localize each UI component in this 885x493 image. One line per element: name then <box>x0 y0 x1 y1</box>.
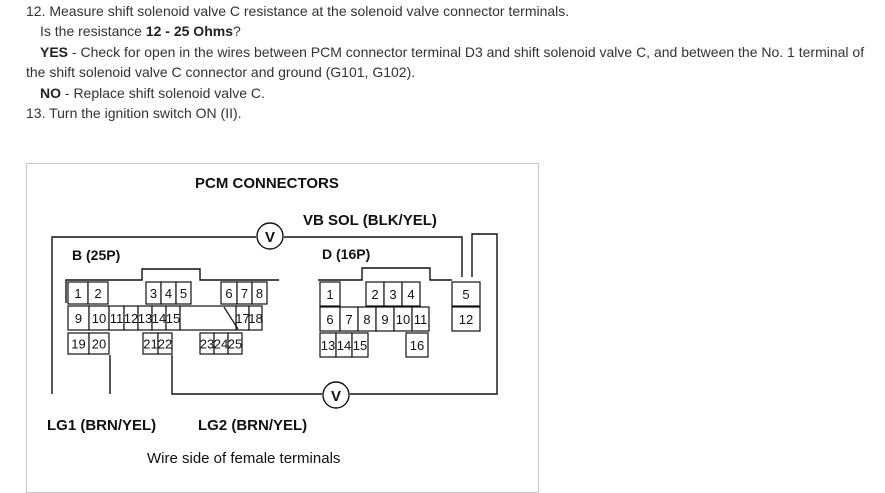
terminal-d16-label: 16 <box>410 338 424 353</box>
terminal-d4-label: 4 <box>407 287 414 302</box>
voltmeter-symbol: V <box>331 388 341 405</box>
terminal-d11-label: 11 <box>414 312 428 327</box>
connector-diagram-svg: V V PCM CONNECTORS VB SOL (BLK/YEL) B (2… <box>47 175 498 467</box>
terminal-b21-label: 21 <box>143 337 157 352</box>
terminal-b13-label: 13 <box>138 311 152 326</box>
lg1-label: LG1 (BRN/YEL) <box>47 417 156 434</box>
terminal-b3-label: 3 <box>150 286 157 301</box>
terminal-d7-label: 7 <box>345 312 352 327</box>
terminal-b8-box <box>251 281 268 305</box>
yes-text: - Check for open in the wires between PC… <box>68 44 865 60</box>
terminal-b7-label: 7 <box>241 286 248 301</box>
yes-answer-continued: the shift solenoid valve C connector and… <box>26 64 416 80</box>
step-13-heading: 13. Turn the ignition switch ON (II). <box>26 105 242 121</box>
vb-sol-label: VB SOL (BLK/YEL) <box>303 212 437 229</box>
connector-d-outline <box>318 267 452 281</box>
terminal-b20-label: 20 <box>92 337 106 352</box>
terminal-b17-label: 17 <box>235 311 249 326</box>
no-text: - Replace shift solenoid valve C. <box>61 85 265 101</box>
connector-b-outline <box>65 268 279 303</box>
yes-answer: YES - Check for open in the wires betwee… <box>40 42 864 63</box>
terminal-d12-box <box>451 306 481 332</box>
no-answer: NO - Replace shift solenoid valve C. <box>40 83 265 104</box>
terminal-d16-box <box>405 332 429 358</box>
terminal-b25-label: 25 <box>228 337 242 352</box>
wire-b-top <box>51 236 256 394</box>
terminal-b22-label: 22 <box>158 337 172 352</box>
yes-label: YES <box>40 44 69 60</box>
terminal-b14-label: 14 <box>152 311 166 326</box>
terminal-d6-label: 6 <box>326 312 333 327</box>
terminal-b6-label: 6 <box>225 286 232 301</box>
terminal-d11-box <box>411 306 430 332</box>
terminal-b12-label: 12 <box>124 311 138 326</box>
terminal-b15-label: 15 <box>166 311 180 326</box>
voltmeter-bottom: V <box>322 381 350 409</box>
terminal-b22-box <box>157 332 173 355</box>
terminal-d1-label: 1 <box>326 287 333 302</box>
terminal-b18-box <box>248 305 263 331</box>
terminal-d4-box <box>401 281 421 307</box>
terminal-b16-empty <box>179 305 237 331</box>
terminal-d13-label: 13 <box>321 338 335 353</box>
terminal-b8-label: 8 <box>256 286 263 301</box>
terminal-b19-label: 19 <box>71 337 85 352</box>
terminal-b11-label: 11 <box>110 311 124 326</box>
terminal-b16-slash <box>223 306 239 330</box>
terminal-d1-box <box>319 281 341 307</box>
question-prefix: Is the resistance <box>40 23 146 39</box>
connector-b-label: B (25P) <box>72 247 120 263</box>
wire-lg2 <box>171 355 322 395</box>
terminal-d5-label: 5 <box>462 287 469 302</box>
terminal-b23-label: 23 <box>200 337 214 352</box>
terminal-b2-label: 2 <box>94 286 101 301</box>
terminal-b5-label: 5 <box>180 286 187 301</box>
lg2-label: LG2 (BRN/YEL) <box>198 417 307 434</box>
terminal-d2-label: 2 <box>371 287 378 302</box>
terminal-d14-label: 14 <box>337 338 351 353</box>
diagram-title: PCM CONNECTORS <box>195 175 339 192</box>
question-suffix: ? <box>232 23 241 39</box>
terminal-b20-box <box>88 332 110 355</box>
terminal-b4-label: 4 <box>165 286 172 301</box>
diagram-caption: Wire side of female terminals <box>147 450 340 467</box>
wiring <box>51 233 498 395</box>
terminal-b18-label: 18 <box>248 311 262 326</box>
step-12-question: Is the resistance 12 - 25 Ohms? <box>40 21 241 42</box>
terminal-b1-label: 1 <box>74 286 81 301</box>
terminal-b10-label: 10 <box>92 311 106 326</box>
voltmeter-icon <box>256 222 284 250</box>
terminal-d5-box <box>451 281 481 307</box>
terminal-d8-label: 8 <box>363 312 370 327</box>
terminal-d12-label: 12 <box>459 312 473 327</box>
terminal-d10-label: 10 <box>396 312 410 327</box>
wire-vbsol <box>284 236 463 277</box>
voltmeter-symbol: V <box>265 229 275 246</box>
voltmeter-top: V <box>256 222 284 250</box>
terminal-b2-box <box>87 281 109 305</box>
terminal-d15-label: 15 <box>353 338 367 353</box>
terminal-b5-box <box>175 281 192 305</box>
wire-d-right <box>350 233 498 395</box>
terminal-b25-box <box>227 332 243 355</box>
terminal-d3-label: 3 <box>389 287 396 302</box>
terminal-b9-label: 9 <box>75 311 82 326</box>
connector-d-label: D (16P) <box>322 246 370 262</box>
terminal-d15-box <box>351 332 369 358</box>
terminal-d9-label: 9 <box>381 312 388 327</box>
voltmeter-icon <box>322 381 350 409</box>
terminal-b24-label: 24 <box>214 337 228 352</box>
no-label: NO <box>40 85 61 101</box>
resistance-value: 12 - 25 Ohms <box>145 23 233 39</box>
step-12-heading: 12. Measure shift solenoid valve C resis… <box>26 3 570 19</box>
